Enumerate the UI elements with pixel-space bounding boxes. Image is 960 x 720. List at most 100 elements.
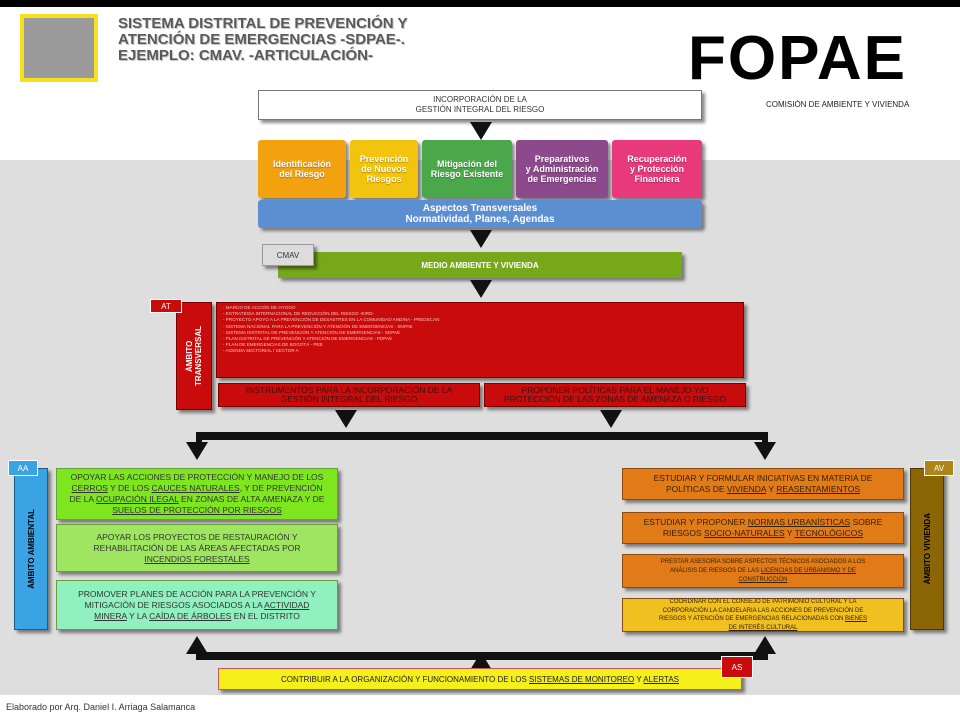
brand-name: FOPAE — [688, 24, 907, 93]
viv4-line-3: RIESGOS Y ATENCIÓN DE EMERGENCIAS RELACI… — [658, 616, 868, 622]
viv3-line-3: CONSTRUCCIÓN — [738, 576, 788, 583]
politicas-line-2: PROTECCIÓN DE LAS ZONAS DE AMENAZA O RIE… — [504, 394, 726, 404]
sistemas-box: CONTRIBUIR A LA ORGANIZACIÓN Y FUNCIONAM… — [218, 668, 742, 690]
phase-tile-2-line2: de Nuevos — [361, 164, 407, 174]
transversal-item: - PLAN DE EMERGENCIAS DE BOGOTÁ - PEB — [223, 342, 323, 348]
logo-placeholder — [20, 14, 98, 82]
ambiental-box-3: PROMOVER PLANES DE ACCIÓN PARA LA PREVEN… — [56, 580, 338, 630]
credit-text: Elaborado por Arq. Daniel I. Arriaga Sal… — [6, 702, 196, 712]
phase-tile-4-line3: de Emergencias — [527, 174, 597, 184]
arrow-up-right — [754, 636, 776, 654]
as-tag: AS — [721, 656, 753, 678]
connector-left-drop — [196, 432, 202, 446]
phase-tile-2-line3: Riesgos — [366, 174, 402, 184]
vivienda-box-3: PRESTAR ASESORÍA SOBRE ASPECTOS TÉCNICOS… — [622, 554, 904, 588]
incorporacion-line-1: INCORPORACIÓN DE LA — [433, 95, 527, 104]
politicas-line-1: PROPONER POLÍTICAS PARA EL MANEJO Y/O — [521, 384, 709, 395]
amb3-line-2: MITIGACIÓN DE RIESGOS ASOCIADOS A LA ACT… — [84, 599, 310, 610]
title-line-3: EJEMPLO: CMAV. -ARTICULACIÓN- — [118, 47, 373, 64]
phase-tile-3-line2: Riesgo Existente — [430, 169, 504, 179]
ambito-vivienda-label: ÁMBITO VIVIENDA — [910, 468, 944, 630]
phase-tile-4-line2: y Administración — [525, 164, 599, 174]
transversal-item: - AGENDA SECTORIAL / SECTOR A — [223, 348, 299, 354]
at-tag: AT — [150, 299, 182, 313]
transversal-item: - SISTEMA DISTRITAL DE PREVENCIÓN Y ATEN… — [223, 329, 401, 335]
ambito-transversal-text: ÁMBITO TRANSVERSAL — [185, 325, 203, 386]
arrow-down-1 — [470, 122, 492, 140]
viv1-line-2: POLÍTICAS DE VIVIENDA Y REASENTAMIENTOS — [665, 484, 861, 494]
transversales-line-2: Normatividad, Planes, Agendas — [405, 214, 555, 225]
politicas-box: PROPONER POLÍTICAS PARA EL MANEJO Y/O PR… — [484, 383, 746, 407]
transversal-list: - MARCO DE ACCIÓN DE HYOGO- ESTRATEGIA I… — [216, 302, 744, 378]
comision-label: COMISIÓN DE AMBIENTE Y VIVIENDA — [766, 100, 910, 109]
aspectos-transversales-box: Aspectos Transversales Normatividad, Pla… — [258, 200, 702, 228]
instrumentos-box: INSTRUMENTOS PARA LA INCORPORACIÓN DE LA… — [218, 383, 480, 407]
phase-tile-5-line3: Financiera — [634, 174, 680, 184]
amb1-line-1: OPOYAR LAS ACCIONES DE PROTECCIÓN Y MANE… — [70, 472, 324, 482]
transversal-item: - SISTEMA NACIONAL PARA LA PREVENCIÓN Y … — [223, 323, 413, 329]
connector-right-drop — [762, 432, 768, 446]
phase-tile-2-line1: Prevención — [359, 154, 409, 164]
viv2-line-1: ESTUDIAR Y PROPONER NORMAS URBANÍSTICAS … — [643, 517, 883, 527]
arrow-down-5 — [600, 410, 622, 428]
av-tag: AV — [924, 460, 954, 476]
phase-tile-5-line2: y Protección — [629, 164, 685, 174]
ambiental-box-2: APOYAR LOS PROYECTOS DE RESTAURACIÓN Y R… — [56, 524, 338, 572]
phase-tile-1-line1: Identificación — [272, 159, 331, 169]
ambiental-box-1: OPOYAR LAS ACCIONES DE PROTECCIÓN Y MANE… — [56, 468, 338, 520]
page-title: SISTEMA DISTRITAL DE PREVENCIÓN Y ATENCI… — [118, 16, 448, 64]
vivienda-box-2: ESTUDIAR Y PROPONER NORMAS URBANÍSTICAS … — [622, 512, 904, 544]
connector-bar-bottom — [196, 652, 768, 660]
aa-tag: AA — [8, 460, 38, 476]
incorporacion-box: INCORPORACIÓN DE LA GESTIÓN INTEGRAL DEL… — [258, 90, 702, 120]
amb2-line-2: REHABILITACIÓN DE LAS ÁREAS AFECTADAS PO… — [93, 542, 301, 553]
cmav-tag: CMAV — [262, 244, 314, 266]
transversal-item: - PLAN DISTRITAL DE PREVENCIÓN Y ATENCIÓ… — [223, 336, 393, 342]
phase-tile-1-line2: del Riesgo — [279, 169, 325, 179]
arrow-down-left — [186, 442, 208, 460]
viv4-line-2: CORPORACIÓN LA CANDELARIA LAS ACCIONES D… — [662, 607, 864, 614]
viv4-line-1: COORDINAR CON EL CONSEJO DE PATRIMONIO C… — [669, 599, 857, 605]
title-line-1: SISTEMA DISTRITAL DE PREVENCIÓN Y — [118, 15, 408, 32]
viv2-line-2: RIESGOS SOCIO-NATURALES Y TECNOLÓGICOS — [662, 528, 864, 538]
ambito-vivienda-text: ÁMBITO VIVIENDA — [922, 513, 932, 585]
title-line-2: ATENCIÓN DE EMERGENCIAS -SDPAE-. — [118, 31, 405, 48]
amb3-line-3: MINERA Y LA CAÍDA DE ÁRBOLES EN EL DISTR… — [94, 610, 300, 621]
viv4-line-4: DE INTERÉS CULTURAL — [728, 624, 798, 631]
viv3-line-1: PRESTAR ASESORÍA SOBRE ASPECTOS TÉCNICOS… — [660, 558, 866, 565]
medio-ambiente-box: MEDIO AMBIENTE Y VIVIENDA — [278, 252, 682, 278]
ambito-ambiental-label: ÁMBITO AMBIENTAL — [14, 468, 48, 630]
transversal-item: - PROYECTO APOYO A LA PREVENCIÓN DE DESA… — [223, 317, 440, 323]
ambito-ambiental-text: ÁMBITO AMBIENTAL — [26, 509, 36, 589]
amb3-line-1: PROMOVER PLANES DE ACCIÓN PARA LA PREVEN… — [78, 588, 316, 599]
phase-tile-5-line1: Recuperación — [627, 154, 687, 164]
ambito-transversal-label: ÁMBITO TRANSVERSAL — [176, 302, 212, 410]
phase-tile-3-line1: Mitigación del — [436, 159, 497, 169]
arrow-down-right — [754, 442, 776, 460]
vivienda-box-4: COORDINAR CON EL CONSEJO DE PATRIMONIO C… — [622, 598, 904, 632]
connector-bar-top — [196, 432, 768, 440]
transversal-item: - ESTRATEGIA INTERNACIONAL DE REDUCCIÓN … — [223, 311, 374, 317]
top-bar — [0, 0, 960, 7]
sistemas-text: CONTRIBUIR A LA ORGANIZACIÓN Y FUNCIONAM… — [280, 674, 680, 684]
phase-tile-4-line1: Preparativos — [534, 154, 590, 164]
transversales-line-1: Aspectos Transversales — [422, 203, 538, 214]
arrow-down-4 — [335, 410, 357, 428]
viv3-line-2: ANÁLISIS DE RIESGOS DE LAS LICENCIAS DE … — [670, 567, 856, 574]
instrumentos-line-2: GESTIÓN INTEGRAL DEL RIESGO — [280, 394, 418, 404]
transversal-item: - MARCO DE ACCIÓN DE HYOGO — [223, 305, 296, 310]
arrow-down-3 — [470, 280, 492, 298]
amb1-line-3: DE LA OCUPACIÓN ILEGAL EN ZONAS DE ALTA … — [69, 494, 325, 504]
amb2-line-1: APOYAR LOS PROYECTOS DE RESTAURACIÓN Y — [96, 531, 298, 542]
instrumentos-line-1: INSTRUMENTOS PARA LA INCORPORACIÓN DE LA — [245, 384, 453, 395]
amb1-line-4: SUELOS DE PROTECCIÓN POR RIESGOS — [112, 505, 282, 515]
arrow-down-2 — [470, 230, 492, 248]
arrow-up-left — [186, 636, 208, 654]
amb2-line-3: INCENDIOS FORESTALES — [144, 553, 250, 564]
incorporacion-line-2: GESTIÓN INTEGRAL DEL RIESGO — [415, 105, 545, 114]
viv1-line-1: ESTUDIAR Y FORMULAR INICIATIVAS EN MATER… — [653, 473, 873, 483]
